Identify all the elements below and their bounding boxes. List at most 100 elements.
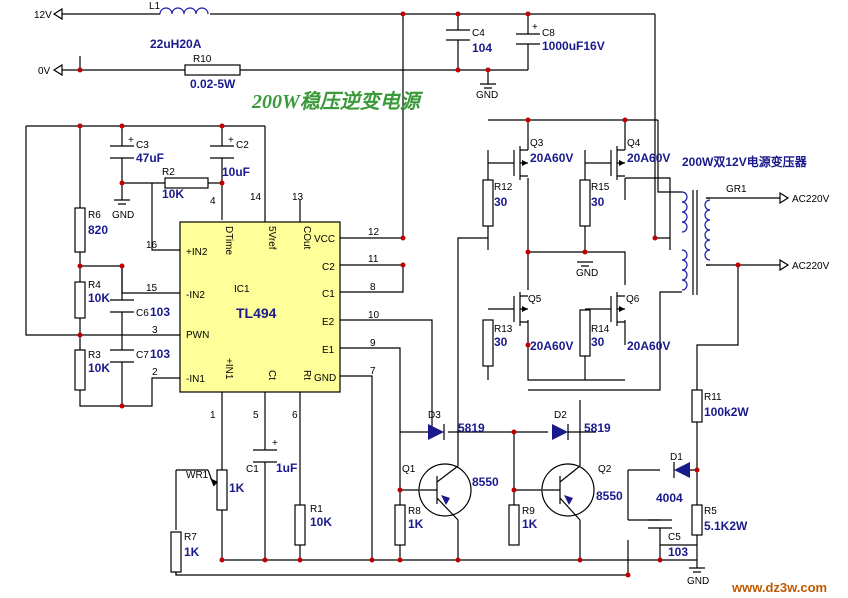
svg-text:30: 30 bbox=[591, 335, 605, 349]
svg-text:C7: C7 bbox=[136, 350, 149, 361]
ac-output-2: AC220V bbox=[779, 258, 830, 272]
resistor-R1: R1 10K bbox=[294, 504, 332, 546]
svg-text:+: + bbox=[272, 438, 278, 449]
svg-text:47uF: 47uF bbox=[136, 151, 164, 165]
svg-text:100k2W: 100k2W bbox=[704, 405, 749, 419]
svg-text:15: 15 bbox=[146, 283, 158, 294]
svg-text:R9: R9 bbox=[522, 506, 535, 517]
svg-text:12: 12 bbox=[368, 227, 380, 238]
rail-0v-label: 0V bbox=[38, 66, 51, 77]
mosfet-Q6: Q6 20A60V bbox=[603, 292, 670, 353]
svg-text:11: 11 bbox=[368, 254, 379, 265]
resistor-R4: R4 10K bbox=[74, 280, 110, 319]
svg-text:103: 103 bbox=[668, 545, 688, 559]
svg-text:10: 10 bbox=[368, 310, 380, 321]
capacitor-C8: + C8 1000uF16V bbox=[516, 22, 605, 53]
resistor-R8: R8 1K bbox=[394, 504, 424, 546]
svg-text:D3: D3 bbox=[428, 410, 441, 421]
svg-text:R5: R5 bbox=[704, 506, 717, 517]
resistor-R11: R11 100k2W bbox=[691, 389, 749, 423]
svg-text:Q4: Q4 bbox=[627, 138, 641, 149]
svg-text:GND: GND bbox=[112, 210, 134, 221]
resistor-R13: R13 30 bbox=[482, 319, 513, 367]
svg-text:C1: C1 bbox=[322, 289, 335, 300]
svg-text:GND: GND bbox=[314, 373, 336, 384]
capacitor-C7: C7 103 bbox=[110, 347, 170, 363]
svg-text:-IN2: -IN2 bbox=[186, 290, 205, 301]
svg-text:4: 4 bbox=[210, 196, 216, 207]
svg-text:20A60V: 20A60V bbox=[530, 339, 573, 353]
svg-text:1000uF16V: 1000uF16V bbox=[542, 39, 605, 53]
svg-text:7: 7 bbox=[370, 366, 376, 377]
resistor-R9: R9 1K bbox=[508, 504, 538, 546]
capacitor-C2: + C2 10uF bbox=[210, 135, 250, 179]
svg-text:GND: GND bbox=[576, 268, 598, 279]
svg-text:C8: C8 bbox=[542, 28, 555, 39]
svg-text:+IN2: +IN2 bbox=[186, 247, 208, 258]
diode-D3: D3 5819 bbox=[428, 410, 485, 440]
svg-text:+: + bbox=[128, 135, 134, 146]
svg-text:R12: R12 bbox=[494, 182, 513, 193]
svg-text:R6: R6 bbox=[88, 210, 101, 221]
svg-text:16: 16 bbox=[146, 240, 158, 251]
gnd-symbol-top: GND bbox=[476, 83, 498, 101]
junctions bbox=[77, 11, 741, 578]
rail-12v-port bbox=[52, 7, 63, 21]
svg-text:Rt: Rt bbox=[301, 370, 312, 380]
svg-text:R10: R10 bbox=[193, 54, 212, 65]
resistor-R14: R14 30 bbox=[579, 309, 610, 357]
svg-text:1: 1 bbox=[210, 410, 216, 421]
svg-text:+IN1: +IN1 bbox=[223, 358, 234, 380]
transformer-label: 200W双12V电源变压器 bbox=[682, 154, 808, 169]
diode-D1: D1 4004 bbox=[656, 452, 690, 505]
svg-text:D1: D1 bbox=[670, 452, 683, 463]
diode-D2: D2 5819 bbox=[552, 410, 611, 440]
rail-0v-port bbox=[52, 63, 63, 77]
svg-text:D2: D2 bbox=[554, 410, 567, 421]
svg-text:30: 30 bbox=[494, 335, 508, 349]
svg-text:PWN: PWN bbox=[186, 330, 209, 341]
svg-text:C5: C5 bbox=[668, 532, 681, 543]
svg-text:R7: R7 bbox=[184, 532, 197, 543]
svg-text:5819: 5819 bbox=[458, 421, 485, 435]
resistor-R12: R12 30 bbox=[482, 179, 513, 227]
rail-12v-label: 12V bbox=[34, 10, 52, 21]
gnd-symbol-bridge: GND bbox=[576, 261, 598, 279]
svg-text:R8: R8 bbox=[408, 506, 421, 517]
svg-text:1uF: 1uF bbox=[276, 461, 297, 475]
transistor-Q2: Q2 8550 bbox=[541, 463, 623, 521]
svg-text:AC220V: AC220V bbox=[792, 194, 830, 205]
svg-text:GND: GND bbox=[687, 576, 709, 587]
svg-text:E1: E1 bbox=[322, 345, 335, 356]
capacitor-C6: C6 103 bbox=[110, 299, 170, 319]
svg-text:R1: R1 bbox=[310, 504, 323, 515]
watermark: www.dz3w.com bbox=[731, 580, 827, 595]
gnd-symbol-bottom: GND bbox=[687, 560, 709, 587]
svg-text:L1: L1 bbox=[149, 1, 161, 12]
svg-text:13: 13 bbox=[292, 192, 304, 203]
resistor-R7: R7 1K bbox=[170, 531, 200, 573]
transformer-GR1: GR1 bbox=[675, 184, 747, 295]
svg-text:Q1: Q1 bbox=[402, 464, 416, 475]
svg-text:6: 6 bbox=[292, 410, 298, 421]
svg-text:GR1: GR1 bbox=[726, 184, 747, 195]
svg-text:-IN1: -IN1 bbox=[186, 374, 205, 385]
svg-text:DTime: DTime bbox=[223, 226, 234, 256]
wires bbox=[25, 13, 780, 576]
resistor-R15: R15 30 bbox=[579, 179, 610, 227]
capacitor-C3: + C3 47uF bbox=[110, 135, 164, 165]
svg-text:5819: 5819 bbox=[584, 421, 611, 435]
svg-text:5Vref: 5Vref bbox=[266, 226, 277, 250]
svg-text:22uH20A: 22uH20A bbox=[150, 37, 202, 51]
capacitor-C1: + C1 1uF bbox=[246, 438, 297, 475]
svg-text:R3: R3 bbox=[88, 350, 101, 361]
svg-text:10K: 10K bbox=[88, 361, 110, 375]
svg-text:10K: 10K bbox=[310, 515, 332, 529]
svg-text:R2: R2 bbox=[162, 167, 175, 178]
resistor-R2: R2 10K bbox=[162, 167, 209, 201]
svg-text:Q6: Q6 bbox=[626, 294, 640, 305]
svg-text:Ct: Ct bbox=[266, 370, 277, 380]
ac-output-1: AC220V bbox=[779, 191, 830, 205]
mosfet-Q4: Q4 20A60V bbox=[603, 138, 670, 180]
